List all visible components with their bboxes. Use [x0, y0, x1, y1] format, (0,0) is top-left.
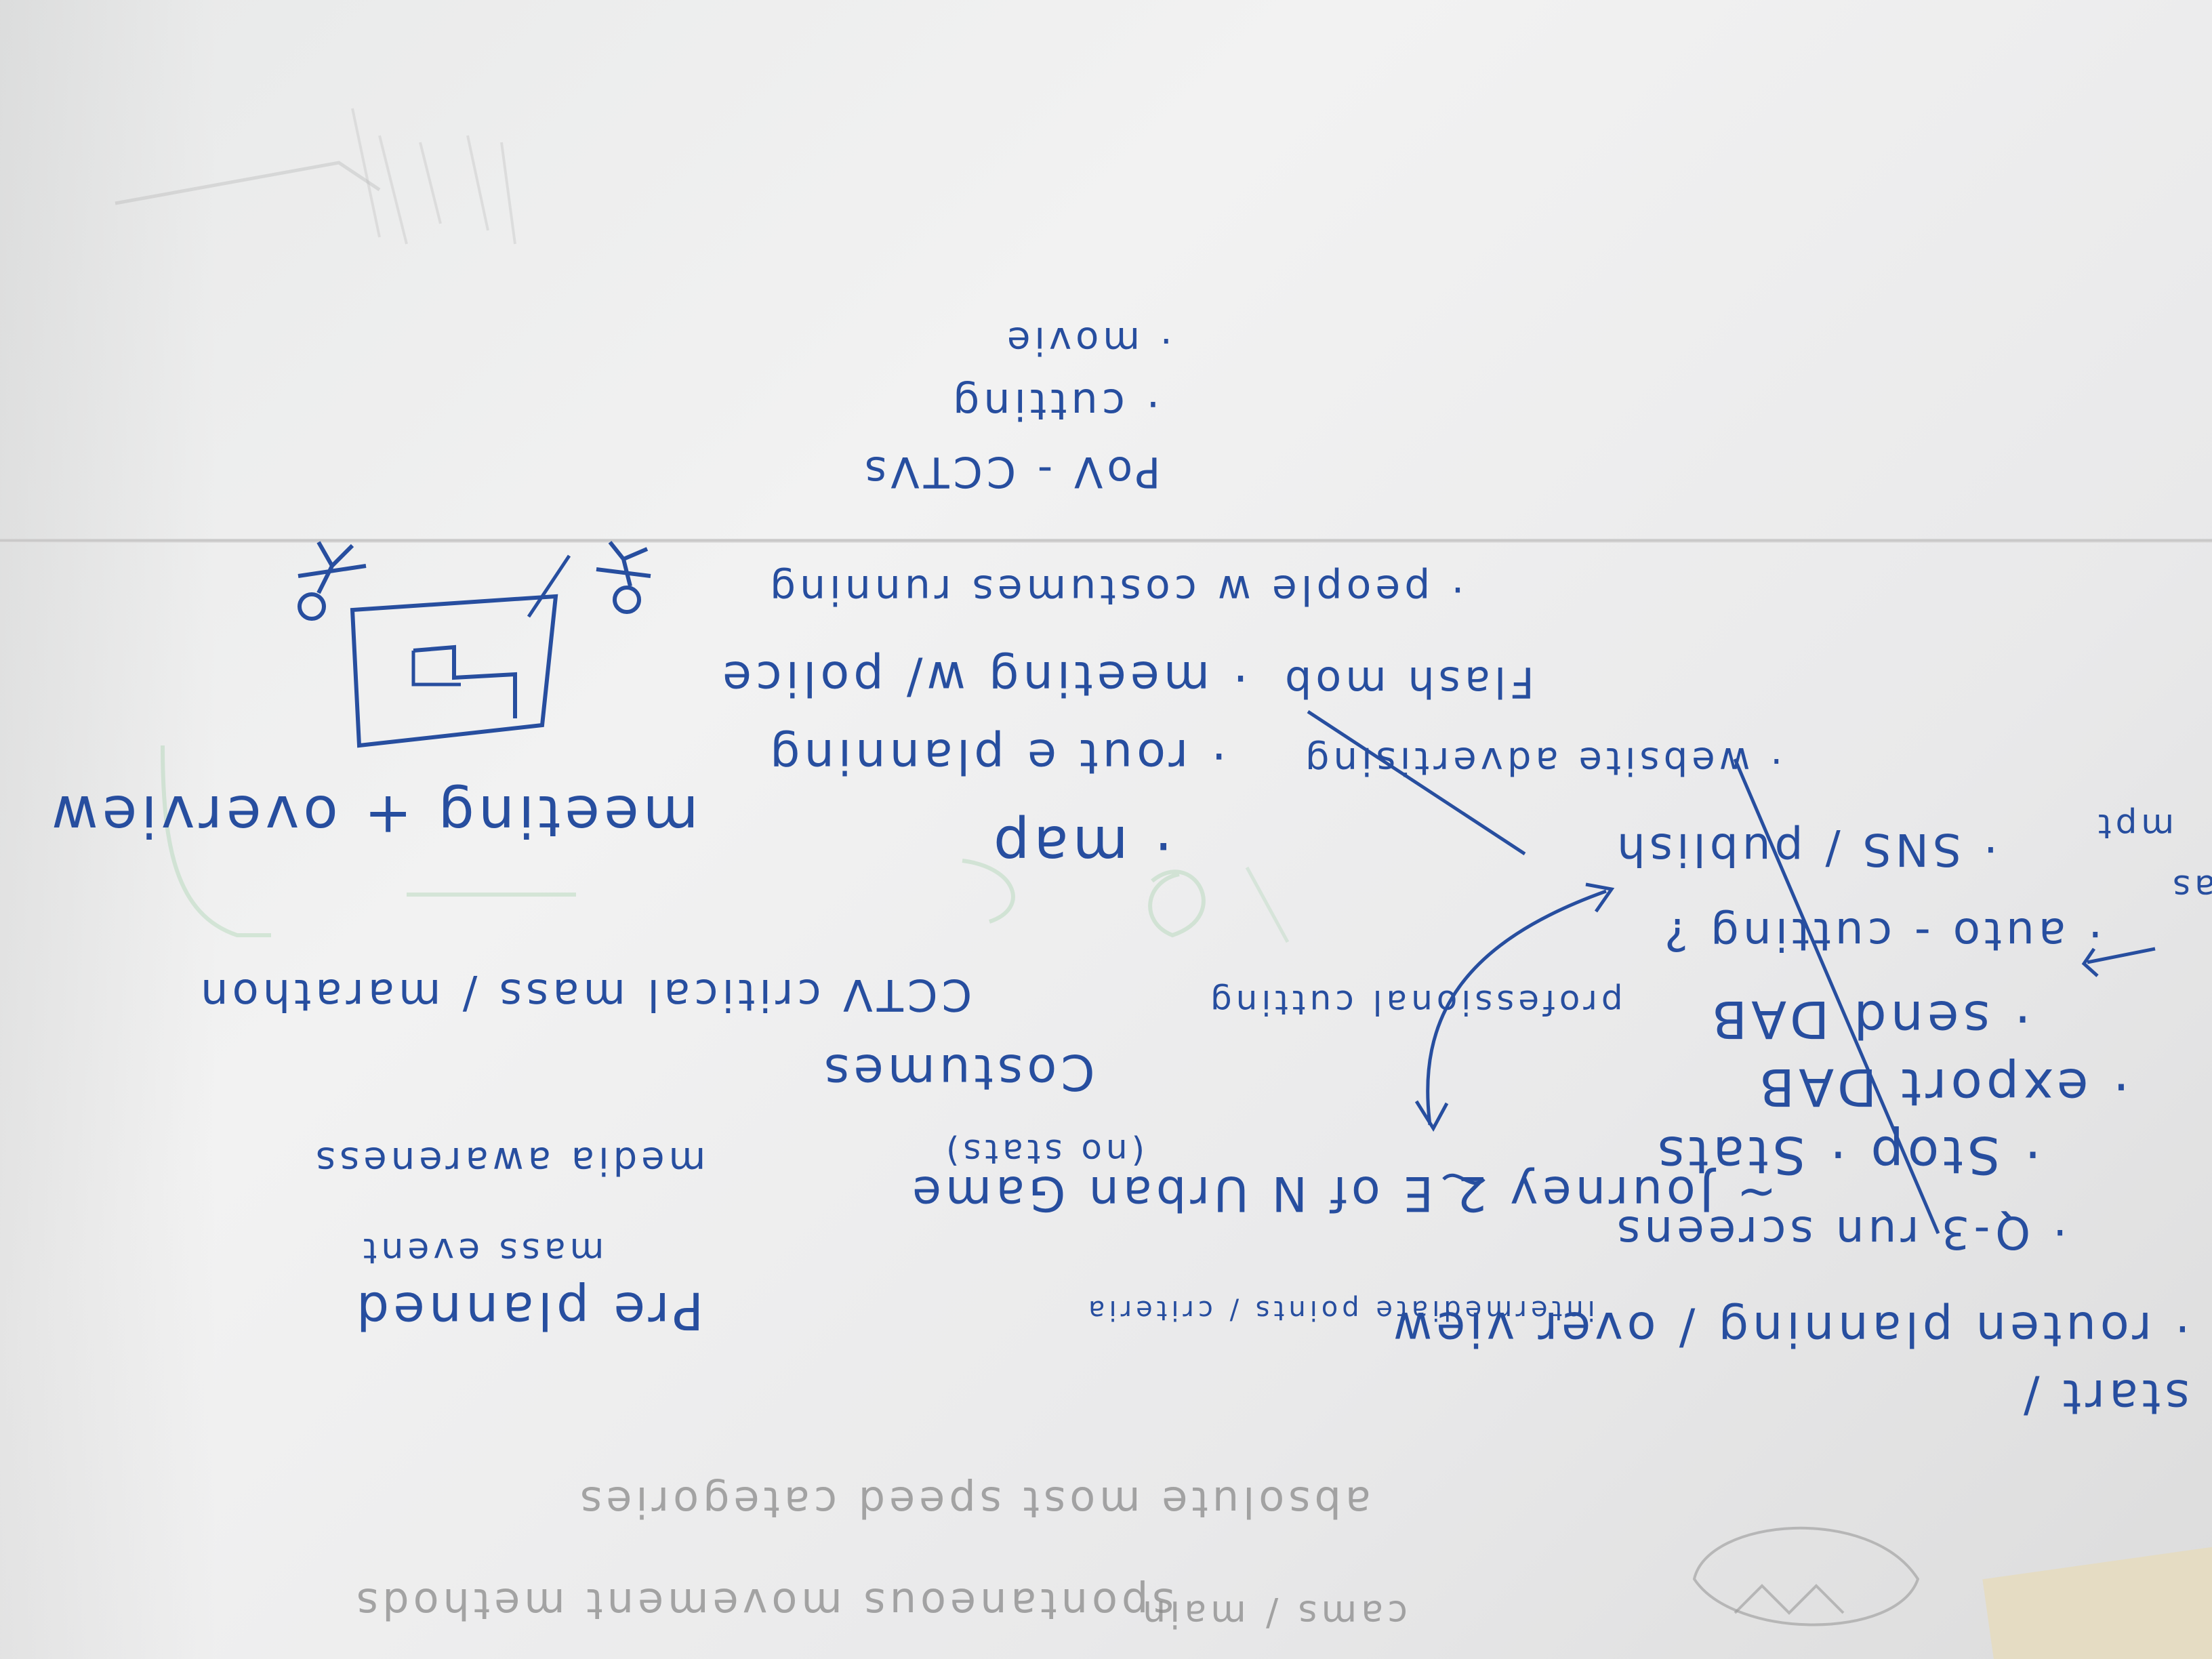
- map-sketch-box: [350, 594, 558, 748]
- note-map: · map: [989, 813, 1173, 880]
- note-mass-event: mass event: [359, 1230, 605, 1271]
- crossout-line: [1307, 710, 1526, 856]
- note-movie: · movie: [1003, 319, 1172, 363]
- map-route-sketch: [413, 644, 517, 718]
- note-compare-edge: mpt: [2094, 806, 2175, 846]
- note-start: · start /: [2020, 1369, 2212, 1425]
- note-cctv-critical-mass: CCTV critical mass / marathon: [197, 969, 972, 1019]
- note-costumes: Costumes: [820, 1044, 1095, 1101]
- stick-figure-icon: [298, 541, 367, 621]
- note-export-dab: · export DAB: [1755, 1057, 2129, 1118]
- board-shadow: [0, 0, 217, 1659]
- note-pov-cctvs: PoV - CCTVs: [861, 447, 1161, 497]
- note-intermediate-points: intermediate points / criteria: [1084, 1294, 1595, 1326]
- strike-line: [1733, 758, 1940, 1234]
- note-website-advertising: · website advertising: [1301, 739, 1783, 783]
- note-cutting: · cutting: [949, 380, 1160, 429]
- ghost-text-categories: absolute most speed categories: [576, 1477, 1371, 1527]
- stick-figure-icon: [596, 541, 651, 614]
- note-route-planning-2: · rout e planning: [766, 729, 1227, 784]
- connector-arrow: [1426, 889, 1607, 1126]
- side-arrow-icon: [2081, 947, 2156, 977]
- note-sns-publish: · SNS / publish: [1613, 823, 1998, 876]
- erased-doodle: [1692, 1526, 1920, 1626]
- note-meeting-overview: meeting + overview: [47, 783, 699, 849]
- note-flash-mob: Flash mob: [1281, 657, 1534, 707]
- ghost-text-methods: spontaneous movement methods: [352, 1579, 1174, 1629]
- board-seam: [0, 539, 2212, 543]
- note-media-awareness: media awareness: [312, 1139, 706, 1183]
- note-no-stats: (no stats): [942, 1132, 1145, 1171]
- note-auto-cutting: · auto - cutting ?: [1660, 908, 2103, 960]
- note-journey: ~ Journey 2 E of N Urban Game: [908, 1166, 1777, 1221]
- note-meeting-police: · meeting w/ police: [718, 651, 1248, 706]
- note-professional-cutting: professional cutting: [1206, 983, 1623, 1022]
- note-send-dab: · send DAB: [1708, 989, 2031, 1050]
- note-people-costumes: · people w costumes running: [766, 566, 1465, 613]
- note-ideas-edge: ideas: [2169, 867, 2212, 907]
- note-preplanned: Pre planned: [352, 1281, 704, 1341]
- ghost-text-cams: cams / main: [1139, 1593, 1408, 1635]
